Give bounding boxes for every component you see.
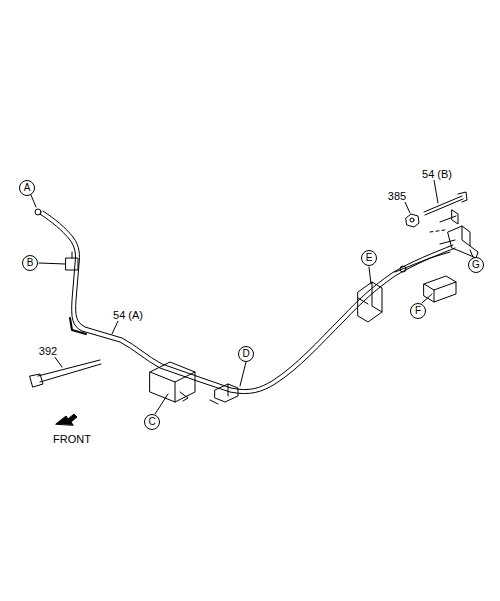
cable-clip xyxy=(215,384,238,402)
part-number: 392 xyxy=(38,346,58,357)
brake-cable xyxy=(43,211,453,390)
direction-label: FRONT xyxy=(52,434,92,445)
callout-letter: D xyxy=(242,349,249,359)
cable-bracket xyxy=(150,362,195,402)
brake-cable xyxy=(40,214,455,394)
callout-letter: C xyxy=(148,417,155,427)
callout-circle: A xyxy=(19,180,35,196)
equalizer xyxy=(448,226,478,258)
callout-circle: C xyxy=(144,414,160,430)
cable-bracket xyxy=(358,282,382,322)
cable-tie xyxy=(30,360,101,387)
callout-circle: B xyxy=(22,255,38,271)
leader-line xyxy=(31,180,473,414)
callout-letter: B xyxy=(27,258,34,268)
cable-guide xyxy=(424,276,456,302)
cable-end xyxy=(35,209,41,215)
front-arrow xyxy=(56,414,77,425)
callout-circle: E xyxy=(361,250,377,266)
callout-letter: G xyxy=(472,260,480,270)
callout-circle: D xyxy=(238,346,254,362)
rod xyxy=(424,196,463,215)
part-number: 54 (A) xyxy=(112,310,144,321)
part-number: 54 (B) xyxy=(421,169,453,180)
callout-letter: F xyxy=(415,306,421,316)
callout-circle: G xyxy=(468,257,484,273)
cable-clip xyxy=(66,258,78,270)
callout-circle: F xyxy=(410,303,426,319)
callout-letter: E xyxy=(366,253,373,263)
part-number: 385 xyxy=(387,191,407,202)
nut xyxy=(406,214,419,227)
callout-letter: A xyxy=(24,183,31,193)
